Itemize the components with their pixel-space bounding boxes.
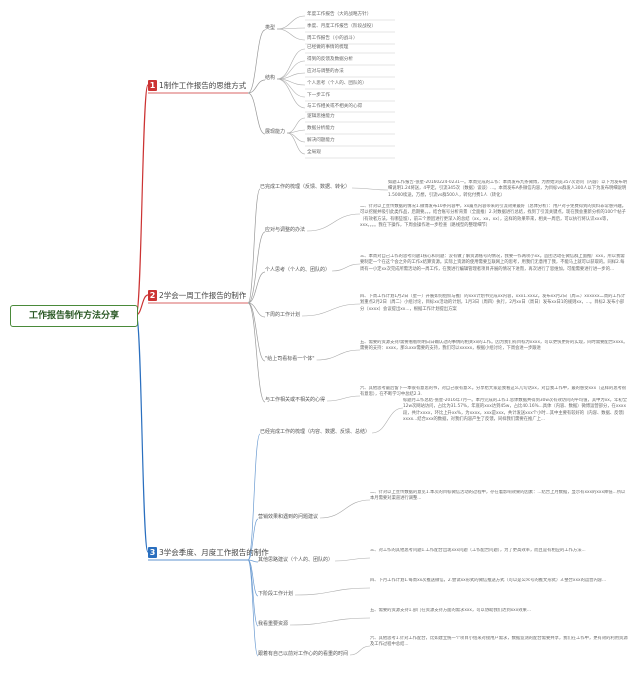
connector-line bbox=[277, 15, 306, 30]
detail-paragraph: 标题月工作总结-张星-2016年7月一。本月完成的工作1.总体数据共得到30w次… bbox=[403, 398, 628, 423]
branch-number-badge: 1 bbox=[148, 80, 157, 91]
connector-line bbox=[277, 60, 306, 80]
leaf-item: 周工作报告（小的战斗） bbox=[307, 36, 358, 41]
connector-line bbox=[287, 132, 306, 143]
detail-paragraph: 二、针对以上宣传数据的情况1.微博发布10条内容中，xx篇点内容带来的引流效果最… bbox=[360, 204, 627, 229]
detail-paragraph: 四、下周工作计划1月2日（星一）开展如何组织与推广的xxx计划书完成xx内容，x… bbox=[360, 294, 626, 312]
detail-paragraph: 四、下月工作计划1.每周xx次推送微信，2.尝试xx形式的微信推送方式（可以是公… bbox=[370, 578, 607, 583]
connector-line bbox=[247, 559, 259, 563]
leaf-item: 应对与调整的办法 bbox=[307, 69, 344, 74]
connector-line bbox=[352, 187, 389, 191]
connector-line bbox=[350, 645, 371, 656]
detail-paragraph: 六、其他思考1.针对工作配合，比如建立统一个项目小组来对接用户需求，数据监测的配… bbox=[370, 636, 628, 648]
connector-line bbox=[286, 132, 306, 155]
sub-topic-node[interactable]: 其他思路建议（个人的、团队的） bbox=[258, 557, 334, 563]
detail-paragraph: 五、需要的资源支持1.部门在资源支持方面的需求xxx，可以协助我们达到xxx效果… bbox=[370, 608, 531, 613]
sub-topic-node[interactable]: 类型 bbox=[265, 25, 276, 31]
detail-paragraph: 三、本周对自己工作的思考问题1核心和问题：没有做了解资源账号的情况，我要一作两项… bbox=[360, 254, 625, 272]
leaf-item: 解决问题能力 bbox=[307, 138, 335, 143]
sub-topic-node[interactable]: 我看重要资源 bbox=[258, 621, 289, 627]
branch-label: 1制作工作报告的思维方式 bbox=[159, 80, 247, 90]
sub-topic-node[interactable]: 下阶段工作计划 bbox=[258, 591, 294, 597]
connector-line bbox=[332, 263, 361, 272]
connector-line bbox=[277, 72, 306, 80]
connector-line bbox=[247, 518, 259, 561]
sub-topic-node[interactable]: 营销效果和遇到的问题建议 bbox=[258, 514, 319, 520]
connector-line bbox=[320, 499, 371, 519]
connector-line bbox=[287, 129, 306, 134]
connector-line bbox=[247, 559, 259, 627]
sub-topic-node[interactable]: 结构 bbox=[265, 75, 276, 81]
branch-label: 3学会季度、月度工作报告的制作 bbox=[159, 547, 269, 557]
detail-paragraph: 如题工作报告-张星-20160224-0231—。本周完成的工作：本周发布九条微… bbox=[388, 180, 628, 198]
connector-line bbox=[247, 271, 266, 304]
root-node[interactable]: 工作报告制作方法分享 bbox=[10, 305, 138, 327]
leaf-item: 逻辑思维能力 bbox=[307, 114, 335, 119]
connector-line bbox=[307, 213, 361, 232]
leaf-item: 下一步工作 bbox=[307, 93, 330, 98]
detail-paragraph: 三、对工作的其他思考问题1.工作配合出现xxx问题（工作配合问题），为了更高效率… bbox=[370, 548, 586, 553]
connector-line bbox=[247, 302, 266, 318]
leaf-item: 季度、月度工作报告（阶段战役） bbox=[307, 24, 376, 29]
leaf-item: 个人思考（个人的、团队的） bbox=[307, 81, 367, 86]
sub-topic-node[interactable]: 与工作相关或不相关的心得 bbox=[265, 397, 326, 403]
leaf-item: 得到的反馈及数据分析 bbox=[307, 57, 353, 62]
connector-line bbox=[247, 188, 261, 304]
connector-line bbox=[327, 395, 361, 402]
leaf-item: 已经做的事情的梳理 bbox=[307, 45, 349, 50]
connector-line bbox=[247, 433, 261, 561]
leaf-item: 全局观 bbox=[307, 150, 321, 155]
connector-line bbox=[247, 302, 266, 403]
connector-line bbox=[135, 314, 149, 553]
connector-line bbox=[290, 617, 371, 626]
detail-paragraph: 五、需要的资源支持/需要看板明明白白确认过的事情的相关xx的工作。因为我们有目标… bbox=[360, 340, 628, 352]
connector-line bbox=[372, 407, 404, 434]
sub-topic-node[interactable]: 展现能力 bbox=[265, 129, 286, 135]
sub-topic-node[interactable]: 下周的工作计划 bbox=[265, 312, 301, 318]
connector-line bbox=[316, 349, 361, 361]
connector-line bbox=[302, 303, 361, 317]
connector-line bbox=[135, 84, 149, 316]
sub-topic-node[interactable]: 已完成工作的梳理（反馈、数据、转化） bbox=[260, 184, 351, 190]
branch-number-badge: 3 bbox=[148, 547, 157, 558]
connector-line bbox=[335, 557, 371, 562]
detail-paragraph: 二、针对以上宣传数据的意见1.本次的目标微信活动的过程中，存在着影响效果的因素：… bbox=[370, 490, 626, 502]
connector-line bbox=[247, 559, 259, 657]
leaf-item: 数据分析能力 bbox=[307, 126, 335, 131]
connector-line bbox=[286, 117, 306, 134]
connector-line bbox=[295, 587, 371, 596]
connector-line bbox=[247, 231, 266, 304]
sub-topic-node[interactable]: "给上司看标看一个体" bbox=[265, 356, 315, 362]
connector-line bbox=[276, 78, 306, 109]
leaf-item: 年度工作报告（大的战略方针） bbox=[307, 12, 372, 17]
sub-topic-node[interactable]: 已经完成工作的梳理（内容、数据、反馈、总结） bbox=[260, 429, 371, 435]
sub-topic-node[interactable]: 个人思考（个人的、团队的） bbox=[265, 267, 331, 273]
branch-label: 2学会一周工作报告的制作 bbox=[159, 290, 247, 300]
connector-line bbox=[277, 28, 306, 41]
sub-topic-node[interactable]: 跟着有自己以前对工作心的的看重的时间 bbox=[258, 651, 349, 657]
connector-line bbox=[247, 29, 266, 94]
connector-line bbox=[247, 92, 266, 135]
branch-number-badge: 2 bbox=[148, 290, 157, 301]
detail-paragraph: 六、其他思考最后留下一本很有意思的书，对自己很有意义。分享给大家是我看这么几句话… bbox=[360, 386, 627, 398]
sub-topic-node[interactable]: 应对与调整的办法 bbox=[265, 227, 306, 233]
connector-line bbox=[276, 48, 306, 80]
connector-line bbox=[247, 79, 266, 94]
leaf-item: 与工作相关或不相关的心得 bbox=[307, 104, 363, 109]
